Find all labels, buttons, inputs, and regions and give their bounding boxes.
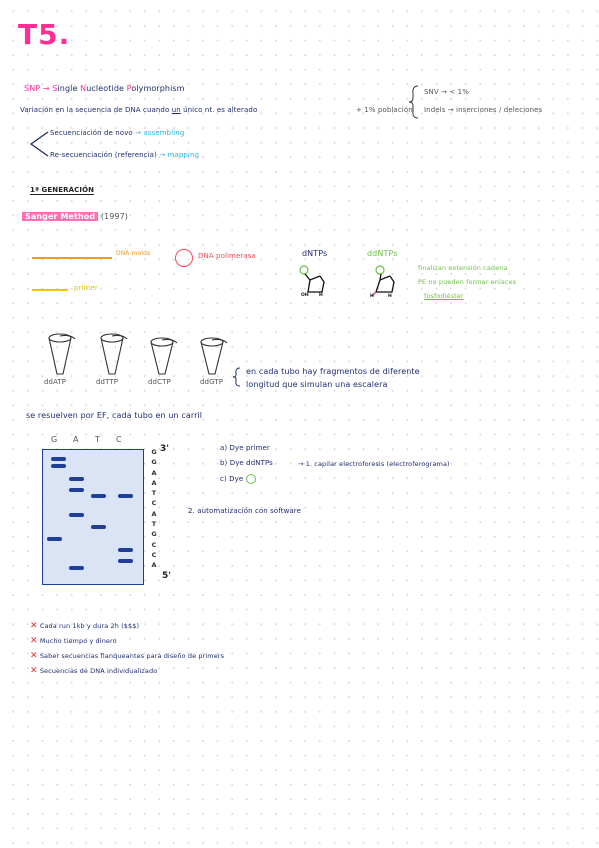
cons-list: ✕ Cada run 1kb y dura 2h ($$$) ✕ Mucho t… bbox=[30, 621, 224, 681]
tube-label-g: ddGTP bbox=[200, 378, 224, 386]
gel-band bbox=[47, 537, 62, 541]
finalizan-note-1: finalizan extensión cadena bbox=[418, 264, 508, 272]
seq-letter: G bbox=[151, 530, 157, 539]
gel-band bbox=[91, 525, 106, 529]
tubes-note-1: en cada tubo hay fragmentos de diferente bbox=[246, 367, 420, 376]
seq-letter: T bbox=[151, 489, 157, 498]
seq-letter: T bbox=[151, 520, 157, 529]
cons-item: ✕ Cada run 1kb y dura 2h ($$$) bbox=[30, 621, 140, 631]
finalizan-note-3: fosfodiéster bbox=[424, 292, 464, 300]
gel-band bbox=[118, 494, 133, 498]
dna-molde-line bbox=[32, 257, 112, 259]
cons-item: ✕ Secuencias de DNA individualizado bbox=[30, 666, 158, 676]
seq-letter: C bbox=[151, 499, 157, 508]
sanger-method: Sanger Method (1997) bbox=[22, 212, 128, 221]
lane-label-a: A bbox=[73, 435, 79, 444]
gel-band bbox=[91, 494, 106, 498]
seq-letter: G bbox=[151, 458, 157, 467]
auto-note: 2. automatización con software bbox=[188, 507, 302, 515]
gel-band bbox=[69, 488, 84, 492]
seq-novo: Secuenciación de novo → assembling bbox=[50, 129, 185, 137]
x-icon: ✕ bbox=[30, 666, 38, 676]
gel-prime-top: 3' bbox=[160, 444, 170, 454]
primer-label: primer bbox=[74, 284, 98, 292]
x-icon: ✕ bbox=[30, 636, 38, 646]
gel-prime-bottom: 5' bbox=[162, 571, 172, 581]
lane-label-g: G bbox=[51, 435, 58, 444]
page-title: T5. bbox=[18, 18, 71, 51]
tube-label-a: ddATP bbox=[44, 378, 67, 386]
gel-band bbox=[51, 464, 66, 468]
gel-band bbox=[118, 548, 133, 552]
dye-option-a: a) Dye primer bbox=[220, 444, 270, 452]
capilar-note: → 1. capilar electroforesis (electrofero… bbox=[298, 460, 450, 468]
gel-band bbox=[69, 477, 84, 481]
gel-band bbox=[69, 513, 84, 517]
dntp-h: H bbox=[319, 293, 323, 298]
branch-icon bbox=[29, 131, 49, 157]
seq-reseq: Re-secuenciación (referencia) → mapping bbox=[50, 151, 200, 159]
brace-icon bbox=[408, 85, 419, 119]
x-icon: ✕ bbox=[30, 621, 38, 631]
dntp-label: dNTPs bbox=[302, 249, 328, 258]
gel-band bbox=[51, 457, 66, 461]
snp-definition: SNP → Single Nucleotide Polymorphism bbox=[24, 84, 185, 93]
snv-note: SNV → < 1% bbox=[424, 88, 469, 96]
dye-circle-icon bbox=[245, 474, 256, 484]
tubes-icon bbox=[48, 333, 228, 375]
seq-letter: A bbox=[151, 509, 157, 518]
tube-label-t: ddTTP bbox=[96, 378, 119, 386]
dna-molde-label: DNA molde bbox=[116, 250, 151, 257]
dntp-oh: OH bbox=[301, 293, 309, 298]
gel-band bbox=[69, 566, 84, 570]
lane-label-t: T bbox=[95, 435, 100, 444]
seq-letter: G bbox=[151, 448, 157, 456]
electrophoresis-note: se resuelven por EF, cada tubo en un car… bbox=[26, 411, 203, 420]
seq-letter: A bbox=[151, 478, 157, 487]
ddntp-structure-icon bbox=[371, 265, 395, 297]
finalizan-note-2: PE no pueden formar enlaces bbox=[418, 278, 517, 286]
polimerasa-label: DNA polimerasa bbox=[198, 252, 256, 260]
tubes-note-2: longitud que simulan una escalera bbox=[246, 380, 388, 389]
indels-note: Indels → inserciones / deleciones bbox=[424, 106, 543, 114]
poblacion-note: + 1% población bbox=[356, 106, 413, 114]
gel-band bbox=[118, 559, 133, 563]
seq-letter: C bbox=[151, 540, 157, 549]
x-icon: ✕ bbox=[30, 651, 38, 661]
polimerasa-icon bbox=[175, 249, 193, 267]
seq-letter: A bbox=[151, 468, 157, 477]
cons-item: ✕ Mucho tiempo y dinero bbox=[30, 636, 117, 646]
seq-letter: C bbox=[151, 550, 157, 559]
gel-sequence: G G A A T C A T G C C A bbox=[149, 447, 159, 571]
lane-label-c: C bbox=[116, 435, 122, 444]
generation-heading: 1ª GENERACIÓN bbox=[30, 186, 95, 195]
dye-option-b: b) Dye ddNTPs bbox=[220, 459, 273, 467]
dye-option-c: c) Dye bbox=[220, 474, 256, 484]
ddntp-h-right: H bbox=[388, 294, 392, 299]
ddntp-h-left: H bbox=[370, 294, 374, 299]
dntp-structure-icon bbox=[299, 265, 325, 293]
variation-line: Variación en la secuencia de DNA cuando … bbox=[20, 106, 258, 114]
primer-line bbox=[32, 289, 68, 291]
seq-letter: A bbox=[151, 561, 157, 570]
cons-item: ✕ Saber secuencias flanqueantes para dis… bbox=[30, 651, 225, 661]
tube-label-c: ddCTP bbox=[148, 378, 171, 386]
tubes-brace-icon bbox=[232, 367, 241, 387]
ddntp-label: ddNTPs bbox=[367, 249, 398, 258]
gel-box bbox=[42, 449, 144, 585]
